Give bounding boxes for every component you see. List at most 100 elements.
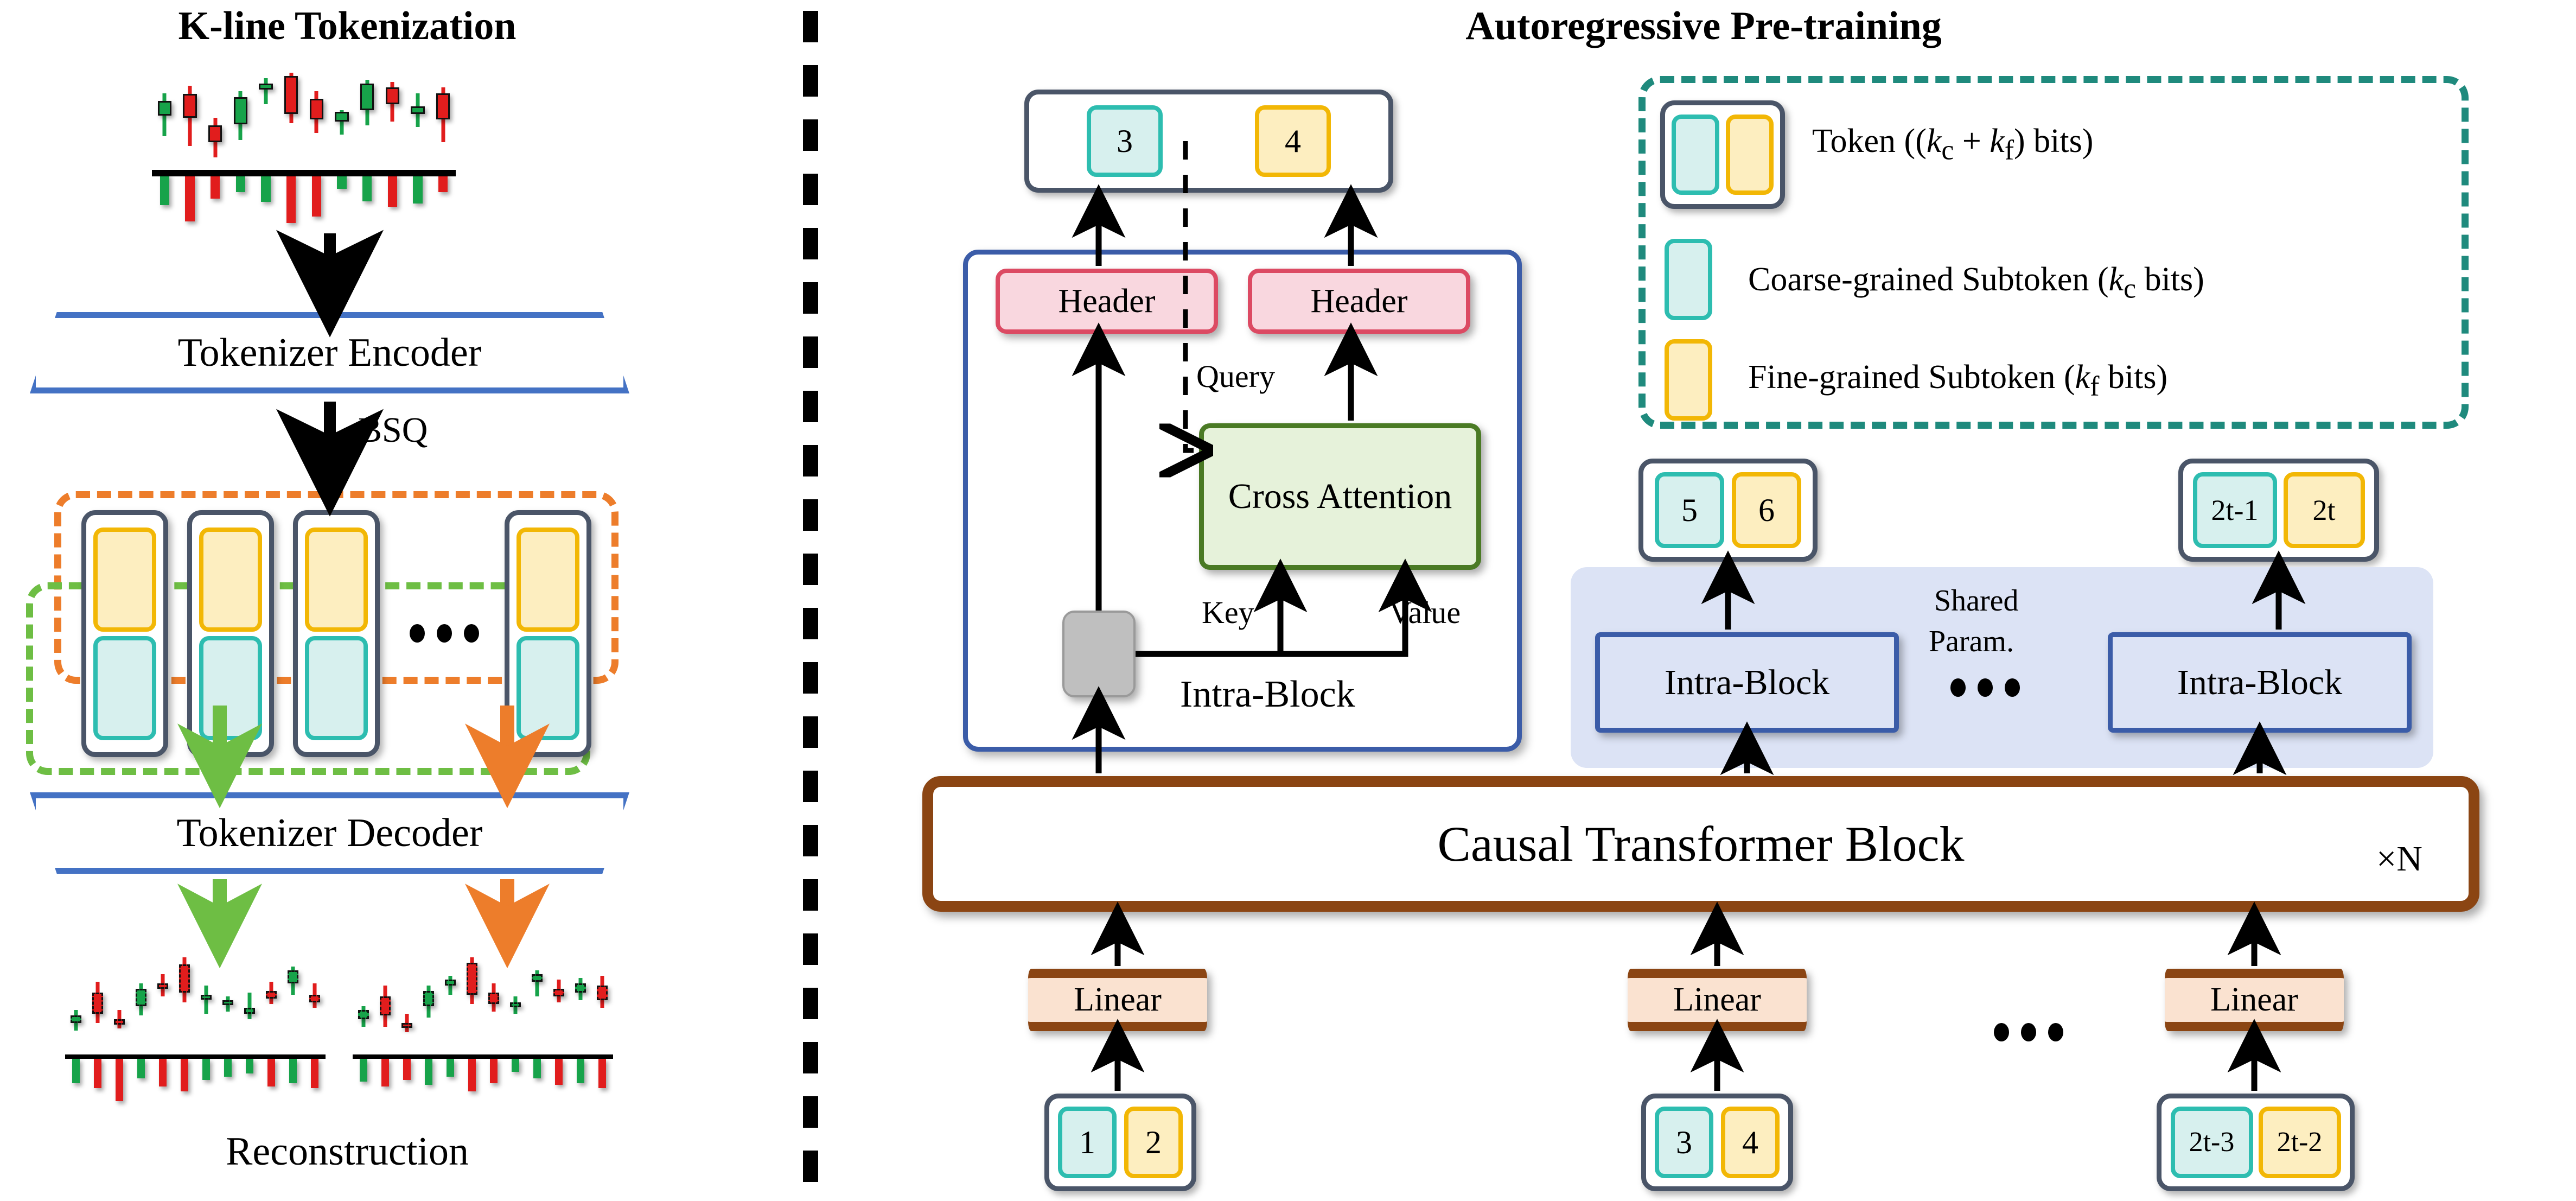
coarse-subtoken <box>93 636 156 740</box>
volume-bar <box>137 1059 145 1078</box>
volume-bar <box>438 174 448 192</box>
chart-baseline <box>152 170 456 176</box>
candle-wick <box>448 976 452 995</box>
tokenizer-decoder-label: Tokenizer Decoder <box>176 810 483 855</box>
candle-wick <box>264 78 268 105</box>
candle-body <box>488 993 499 1005</box>
candle-body <box>401 1022 412 1028</box>
candle-body <box>284 76 298 114</box>
candlestick <box>157 62 172 170</box>
coarse-subtoken <box>199 636 262 740</box>
input-token-2: 3 4 <box>1641 1094 1793 1191</box>
candlestick <box>136 947 146 1054</box>
volume-bar <box>235 174 246 192</box>
candlestick <box>575 947 586 1054</box>
candle-wick <box>405 1013 409 1033</box>
volume-bar <box>468 1059 476 1091</box>
candlestick <box>358 947 369 1054</box>
linear-layer-3: Linear <box>2165 969 2344 1031</box>
header-right: Header <box>1248 269 1470 334</box>
candle-body <box>575 983 586 993</box>
volume-bar <box>311 1059 318 1088</box>
legend-token-pre: Token (( <box>1812 123 1927 160</box>
candle-body <box>510 1002 521 1007</box>
token-group <box>505 510 591 757</box>
legend-coarse-part <box>1672 115 1719 195</box>
candle-body <box>208 125 222 142</box>
candle-body <box>288 970 298 984</box>
volume-bar <box>159 1059 167 1086</box>
candle-body <box>92 993 103 1014</box>
candlestick <box>222 947 233 1054</box>
volume-bar <box>447 1059 454 1077</box>
source-kline-chart <box>152 62 456 225</box>
input-token-3: 2t-3 2t-2 <box>2157 1094 2355 1191</box>
candle-body <box>385 87 400 105</box>
candlestick <box>597 947 608 1054</box>
fine-subtoken <box>305 527 368 632</box>
candlestick <box>183 62 197 170</box>
candlestick <box>510 947 521 1054</box>
candlestick <box>179 947 190 1054</box>
chart-baseline <box>65 1054 326 1059</box>
legend-coarse-text: Coarse-grained Subtoken (kc bits) <box>1748 261 2204 304</box>
volume-bar <box>362 174 372 201</box>
volume-bar <box>289 1059 297 1083</box>
shared-label: Shared <box>1934 584 2019 618</box>
token-row-ellipsis <box>410 624 479 643</box>
output-fine-subtoken: 4 <box>1255 105 1331 177</box>
panel-divider <box>803 11 818 1191</box>
candlestick <box>488 947 499 1054</box>
legend-frame <box>1638 76 2469 429</box>
volume-bar <box>181 1059 188 1091</box>
volume-bar <box>185 174 195 221</box>
volume-bar <box>360 1059 367 1082</box>
volume-bar <box>387 174 398 207</box>
legend-token-swatch <box>1660 100 1785 209</box>
candlestick <box>335 62 349 170</box>
legend-token-sub1: c <box>1941 135 1954 166</box>
output-token-group: 3 4 <box>1024 90 1393 193</box>
legend-fine-post: bits) <box>2099 359 2168 396</box>
candle-body <box>445 980 456 986</box>
volume-bar <box>337 174 347 189</box>
fine-subtoken: 2t-2 <box>2258 1107 2341 1178</box>
candle-body <box>179 964 190 993</box>
candle-body <box>411 106 425 114</box>
volume-bar <box>555 1059 563 1085</box>
candle-body <box>360 84 374 110</box>
candle-body <box>201 994 212 1000</box>
reconstruction-chart-a <box>65 947 326 1110</box>
candle-wick <box>340 110 344 135</box>
param-label: Param. <box>1929 625 2014 658</box>
candlestick <box>266 947 277 1054</box>
candlestick <box>553 947 564 1054</box>
volume-bar <box>116 1059 123 1101</box>
right-panel-title: Autoregressive Pre-training <box>1465 4 1942 48</box>
candlestick <box>360 62 374 170</box>
candlestick <box>92 947 103 1054</box>
legend-fine-pre: Fine-grained Subtoken ( <box>1748 359 2075 396</box>
legend-token-mid: + <box>1954 123 1990 160</box>
candle-body <box>553 989 564 997</box>
token-group <box>293 510 380 757</box>
shared-blocks-ellipsis <box>1950 678 2020 697</box>
fine-subtoken <box>199 527 262 632</box>
legend-coarse-swatch <box>1665 239 1712 320</box>
candle-body <box>259 84 273 90</box>
left-panel-title: K-line Tokenization <box>178 4 517 48</box>
candle-body <box>71 1015 81 1023</box>
candlestick <box>288 947 298 1054</box>
coarse-subtoken: 2t-1 <box>2192 472 2277 548</box>
candle-body <box>222 1000 233 1006</box>
tokenizer-decoder: Tokenizer Decoder <box>30 792 629 874</box>
volume-bar <box>261 174 271 202</box>
legend-coarse-sub: c <box>2124 273 2137 304</box>
key-label: Key <box>1202 595 1254 630</box>
candle-body <box>157 100 172 116</box>
intra-block-detail-label: Intra-Block <box>1180 673 1355 715</box>
candle-body <box>266 990 277 999</box>
candle-body <box>244 1008 255 1014</box>
candle-body <box>467 962 477 995</box>
chart-baseline <box>353 1054 613 1059</box>
